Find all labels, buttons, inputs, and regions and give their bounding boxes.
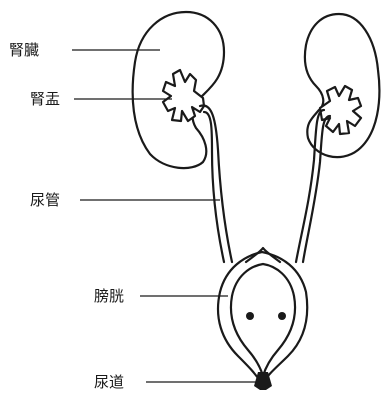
bladder-label: 膀胱 — [94, 287, 124, 305]
left-ureteral-orifice — [246, 312, 254, 320]
right-ureteral-orifice — [278, 312, 286, 320]
left-ureter-outer — [200, 105, 232, 262]
renal-pelvis-label: 腎盂 — [30, 90, 60, 108]
ureter-label: 尿管 — [30, 191, 60, 209]
kidney-label: 腎臓 — [9, 41, 39, 59]
urethra-label: 尿道 — [94, 373, 124, 391]
